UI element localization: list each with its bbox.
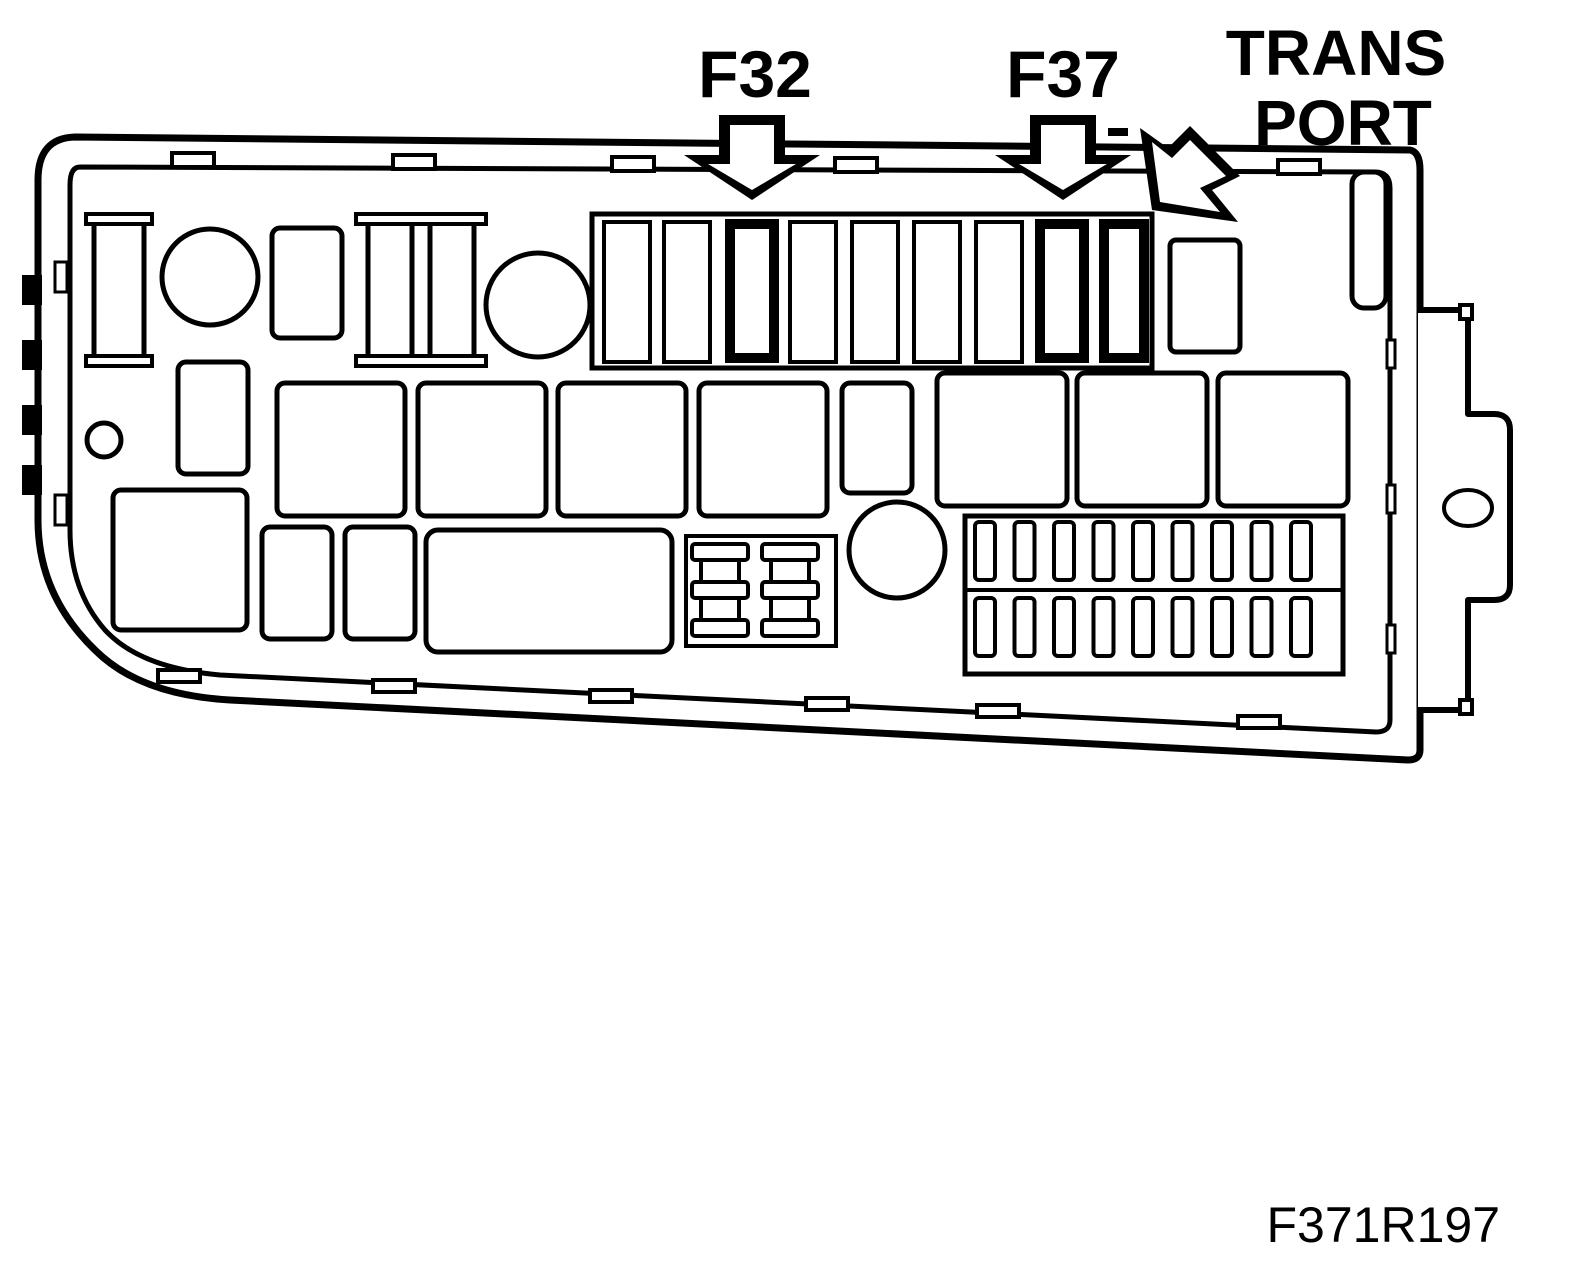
- mini-fuse[interactable]: [1210, 596, 1234, 658]
- mini-fuse[interactable]: [1052, 520, 1076, 582]
- mini-fuse[interactable]: [973, 520, 997, 582]
- mini-fuse[interactable]: [973, 596, 997, 658]
- maxi-fuse-row: [589, 211, 1243, 371]
- pointer-arrows: [684, 115, 1240, 222]
- mini-fuse[interactable]: [1289, 596, 1313, 658]
- mini-fuse[interactable]: [1012, 596, 1037, 658]
- mini-fuse[interactable]: [1131, 596, 1155, 658]
- mini-fuse-bank: [962, 513, 1346, 677]
- mini-fuse[interactable]: [1170, 596, 1195, 658]
- mini-fuse[interactable]: [1012, 520, 1037, 582]
- mini-fuse[interactable]: [1249, 520, 1274, 582]
- label-port: PORT: [1254, 87, 1432, 159]
- labels: F32 F37 TRANS PORT F371R197: [698, 17, 1500, 1253]
- fuse-f37[interactable]: [1035, 219, 1089, 363]
- mini-fuse[interactable]: [1249, 596, 1274, 658]
- label-trans: TRANS: [1226, 17, 1446, 89]
- mini-fuse[interactable]: [1170, 520, 1195, 582]
- label-f32: F32: [698, 37, 812, 111]
- top-row-components: [84, 212, 593, 368]
- mini-fuse[interactable]: [1289, 520, 1313, 582]
- mini-fuse[interactable]: [1210, 520, 1234, 582]
- mini-fuse[interactable]: [1052, 596, 1076, 658]
- label-f37: F37: [1006, 37, 1120, 111]
- relay-blocks: [84, 359, 1351, 655]
- small-fuse-block: [684, 534, 838, 648]
- mini-fuse[interactable]: [1091, 520, 1116, 582]
- mini-fuse[interactable]: [1091, 596, 1116, 658]
- fuse-transport[interactable]: [1099, 219, 1149, 363]
- fuse-f32[interactable]: [725, 219, 779, 363]
- figure-reference: F371R197: [1267, 1197, 1501, 1253]
- mini-fuse[interactable]: [1131, 520, 1155, 582]
